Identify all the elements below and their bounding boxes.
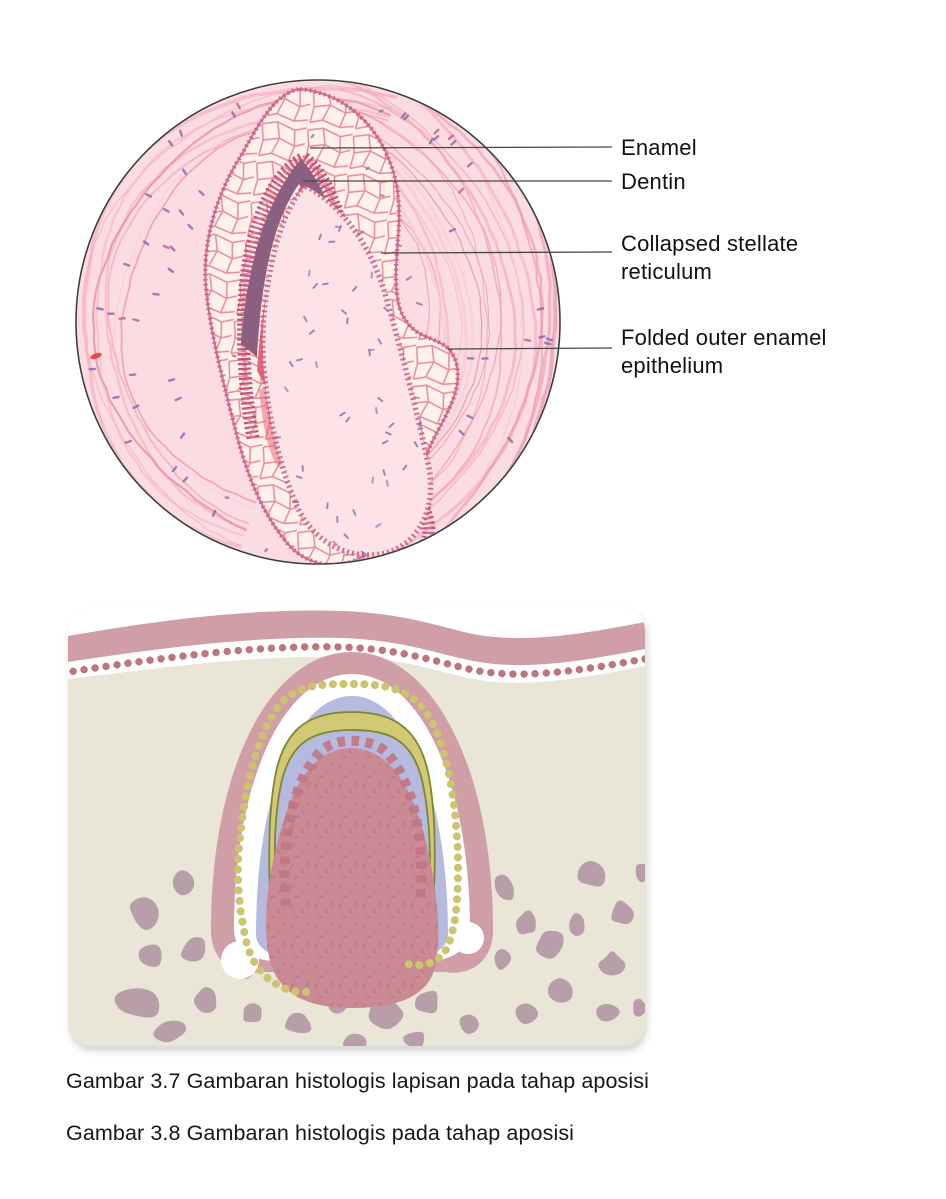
caption-gambar-3-8: Gambar 3.8 Gambaran histologis pada taha… bbox=[66, 1121, 575, 1145]
label-enamel: Enamel bbox=[621, 135, 697, 160]
label-folded-outer-enamel-epithelium: Folded outer enamel epithelium bbox=[621, 325, 827, 378]
label-dentin: Dentin bbox=[621, 169, 686, 194]
caption-gambar-3-7: Gambar 3.7 Gambaran histologis lapisan p… bbox=[66, 1069, 649, 1093]
label-collapsed-stellate-reticulum: Collapsed stellate reticulum bbox=[621, 231, 799, 284]
